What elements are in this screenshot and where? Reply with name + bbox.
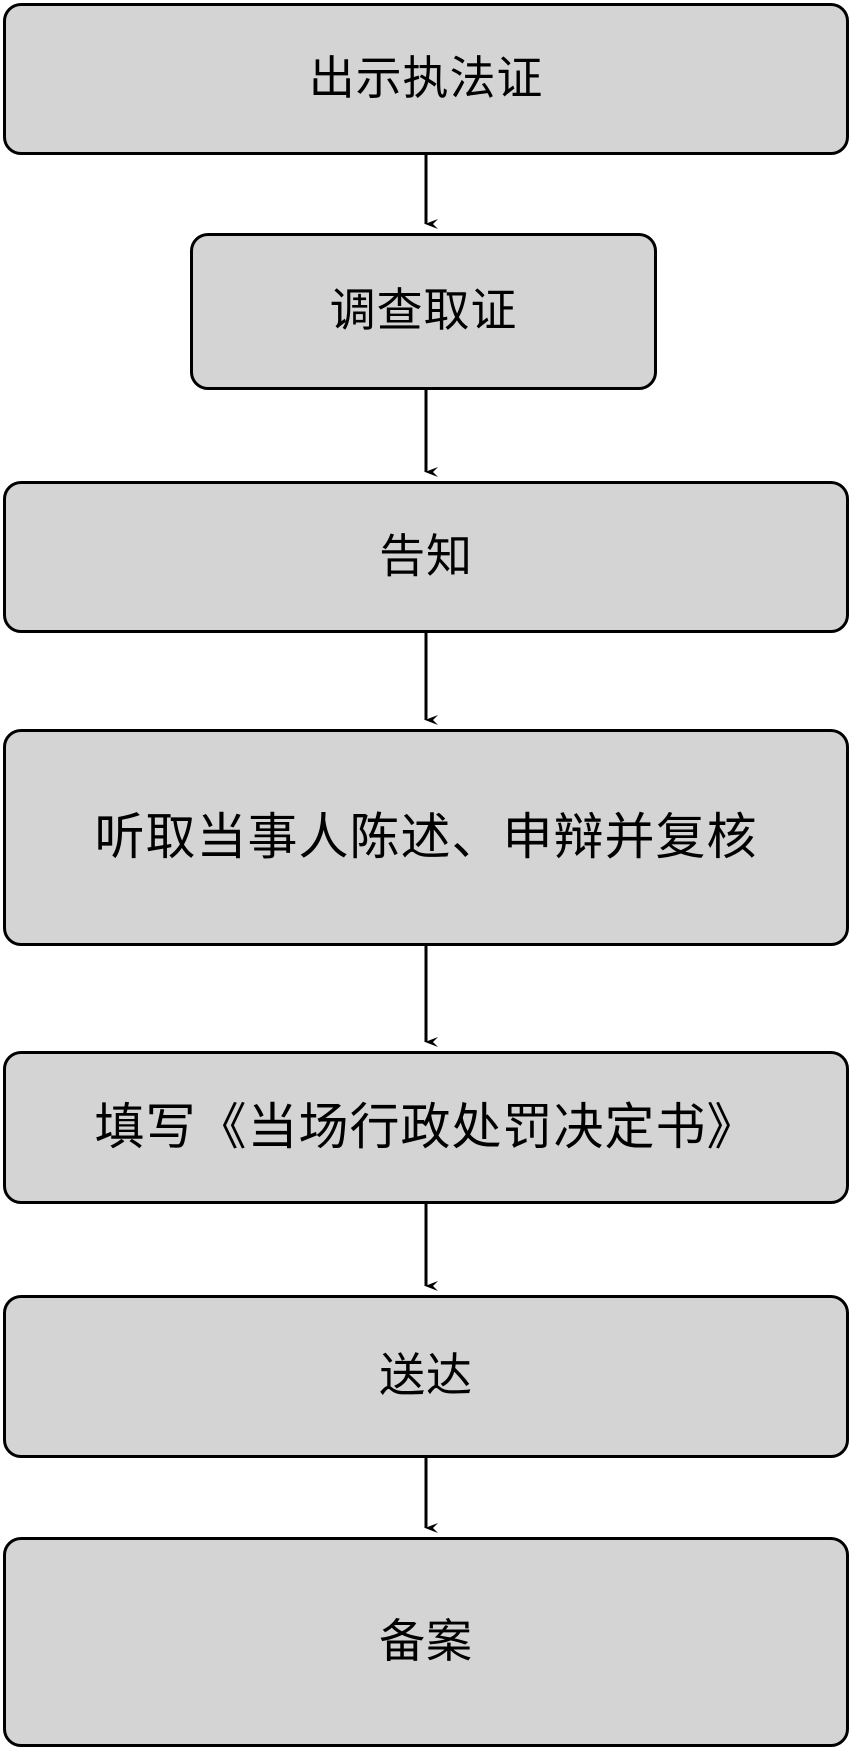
node-label: 调查取证 xyxy=(329,285,518,337)
flowchart-node-fill-penalty-decision[interactable]: 填写《当场行政处罚决定书》 xyxy=(3,1051,849,1204)
node-label: 听取当事人陈述、申辩并复核 xyxy=(94,809,758,865)
flowchart-node-notify[interactable]: 告知 xyxy=(3,481,849,633)
node-label: 送达 xyxy=(379,1350,473,1402)
flowchart-node-serve-document[interactable]: 送达 xyxy=(3,1295,849,1458)
flowchart-node-investigate-evidence[interactable]: 调查取证 xyxy=(190,233,657,390)
node-label: 出示执法证 xyxy=(308,52,544,104)
node-label: 备案 xyxy=(379,1615,473,1667)
flowchart-node-show-credentials[interactable]: 出示执法证 xyxy=(3,3,849,155)
node-label: 填写《当场行政处罚决定书》 xyxy=(94,1099,758,1155)
flowchart-node-file-record[interactable]: 备案 xyxy=(3,1537,849,1747)
flowchart-node-hear-statement-defense-review[interactable]: 听取当事人陈述、申辩并复核 xyxy=(3,729,849,946)
node-label: 告知 xyxy=(379,530,473,582)
